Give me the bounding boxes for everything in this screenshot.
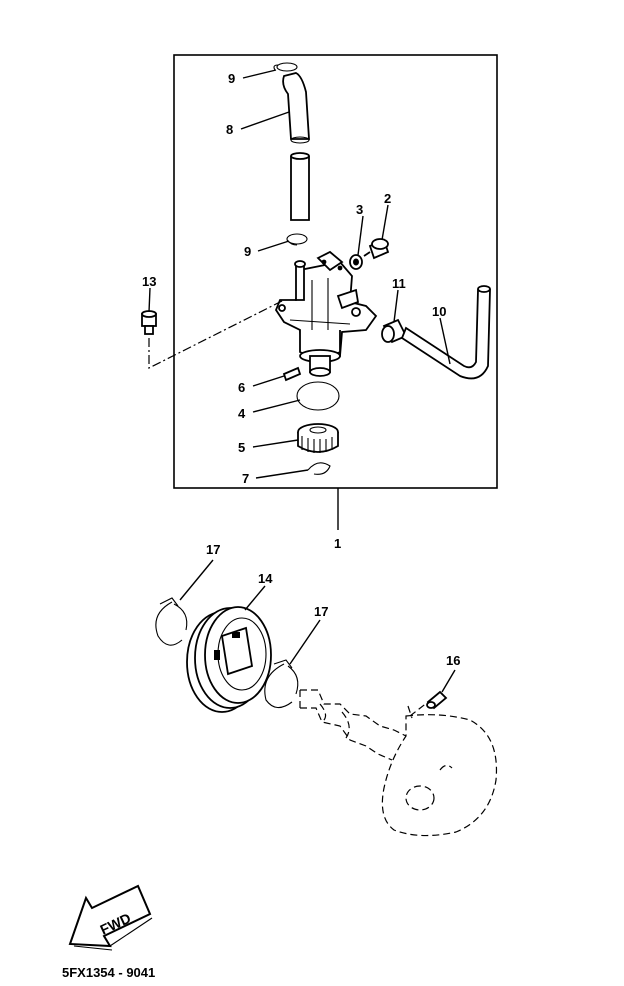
- callout-2: 2: [384, 191, 391, 206]
- leader-lines-lower: [179, 559, 456, 693]
- callout-17-right: 17: [314, 604, 328, 619]
- callout-11: 11: [392, 276, 406, 291]
- part-8-hose: [282, 72, 310, 221]
- part-7-circlip: [307, 462, 331, 475]
- part-6-pin: [282, 366, 302, 382]
- crankshaft-outline: [299, 689, 498, 837]
- part-2-bolt: [363, 238, 390, 260]
- part-13-bolt: [141, 310, 157, 335]
- part-14-pulley: [186, 606, 272, 713]
- callout-4: 4: [238, 406, 246, 421]
- callout-9-upper: 9: [228, 71, 235, 86]
- callout-9-lower: 9: [244, 244, 251, 259]
- assembly-frame: [173, 54, 498, 489]
- bolt-13-center-line: [148, 299, 285, 369]
- callout-14: 14: [258, 571, 273, 586]
- part-10-hose: [400, 285, 491, 380]
- callout-8: 8: [226, 122, 233, 137]
- part-9-upper-clip: [273, 62, 298, 72]
- callout-16: 16: [446, 653, 460, 668]
- part-4-o-ring: [296, 381, 340, 411]
- leader-lines-upper: [148, 69, 451, 530]
- part-17-circlip-right: [264, 659, 299, 709]
- callout-13: 13: [142, 274, 156, 289]
- callout-10: 10: [432, 304, 446, 319]
- part-17-circlip-left: [155, 597, 188, 646]
- part-9-lower-clip: [286, 233, 308, 246]
- part-5-gear: [297, 423, 339, 453]
- oil-pump-body: [274, 250, 378, 377]
- callout-5: 5: [238, 440, 245, 455]
- part-16-pin: [409, 690, 448, 717]
- callout-6: 6: [238, 380, 245, 395]
- callout-7: 7: [242, 471, 249, 486]
- part-3-seal: [349, 254, 363, 270]
- callout-17-left: 17: [206, 542, 220, 557]
- callout-3: 3: [356, 202, 363, 217]
- callout-1: 1: [334, 536, 341, 551]
- diagram-code: 5FX1354 - 9041: [62, 965, 155, 980]
- fwd-arrow-icon: [68, 884, 153, 951]
